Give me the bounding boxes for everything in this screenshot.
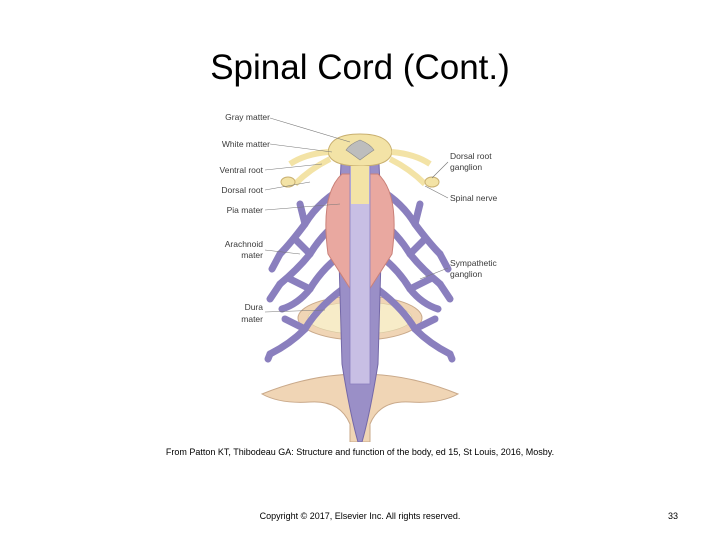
slide-title: Spinal Cord (Cont.) [210,48,510,87]
figure-citation: From Patton KT, Thibodeau GA: Structure … [165,447,555,457]
label-sympathetic-ganglion-1: Sympathetic [450,258,497,268]
label-ventral-root: Ventral root [219,165,263,175]
label-dorsal-root-ganglion-1: Dorsal root [450,151,492,161]
label-arachnoid-mater-2: mater [241,250,263,260]
label-gray-matter: Gray matter [225,112,270,122]
label-dura-mater-1: Dura [244,302,263,312]
label-spinal-nerve: Spinal nerve [450,193,498,203]
label-arachnoid-mater-1: Arachnoid [224,239,263,249]
label-dorsal-root: Dorsal root [221,185,263,195]
cord-cross-section [280,133,440,204]
label-pia-mater: Pia mater [226,205,263,215]
dorsal-root-ganglion-left [280,176,296,188]
spinal-cord-illustration: Gray matter White matter Ventral root Do… [210,104,510,442]
dorsal-root-ganglion-right [424,176,440,188]
label-dura-mater-2: mater [241,314,263,324]
page-number: 33 [667,511,678,521]
label-white-matter: White matter [221,139,270,149]
leader-lines [264,117,449,313]
label-dorsal-root-ganglion-2: ganglion [450,162,483,172]
label-sympathetic-ganglion-2: ganglion [450,269,483,279]
copyright-notice: Copyright © 2017, Elsevier Inc. All righ… [259,511,461,521]
